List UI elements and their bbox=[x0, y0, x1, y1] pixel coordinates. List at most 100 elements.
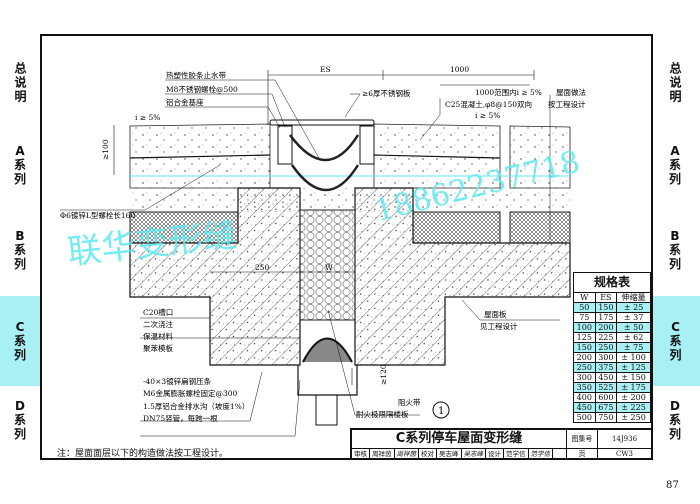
page-label: 页 bbox=[567, 449, 598, 460]
side-tab-general-right[interactable]: 总说明 bbox=[655, 58, 695, 108]
foam-filler bbox=[299, 209, 356, 321]
label-slope-left: i ≥ 5% bbox=[135, 113, 160, 122]
label-formwork: 聚苯模板 bbox=[143, 343, 173, 353]
steel-cover-plate bbox=[269, 119, 375, 126]
label-range-slope: 1000范围内i ≥ 5% bbox=[475, 87, 542, 97]
table-cell: 200 bbox=[573, 352, 596, 363]
side-tab-d[interactable]: D系列 bbox=[0, 395, 40, 445]
table-cell: ± 75 bbox=[616, 342, 651, 353]
table-cell: 150 bbox=[573, 342, 596, 353]
tab-label: A系列 bbox=[13, 144, 26, 186]
title-block: C系列停车屋面变形缝 图集号 14J936 页 CW3 审核周祥茵周祥茵校对吴志… bbox=[350, 428, 653, 460]
label-steel-plate: ≥6厚不锈钢板 bbox=[362, 88, 411, 98]
table-cell: ± 125 bbox=[616, 362, 651, 373]
side-tab-a[interactable]: A系列 bbox=[0, 140, 40, 190]
drain-gutter bbox=[297, 365, 358, 396]
spec-table-title: 规格表 bbox=[573, 272, 651, 293]
drawing-frame bbox=[40, 34, 653, 460]
table-cell: 375 bbox=[594, 362, 618, 373]
signature-cell: 周祥茵 bbox=[370, 449, 395, 460]
side-tab-b-right[interactable]: B系列 bbox=[655, 225, 695, 275]
table-cell: ± 200 bbox=[616, 392, 651, 403]
table-cell: 50 bbox=[573, 302, 596, 313]
tab-label: B系列 bbox=[668, 229, 681, 271]
table-cell: 125 bbox=[573, 332, 596, 343]
table-cell: ± 225 bbox=[616, 402, 651, 413]
signature-cell: 审核 bbox=[352, 449, 370, 460]
table-cell: ± 175 bbox=[616, 382, 651, 393]
table-cell: 350 bbox=[573, 382, 596, 393]
dim-w: W bbox=[325, 263, 333, 272]
tab-label: A系列 bbox=[668, 144, 681, 186]
label-fire-board: 耐火极限隔楼板 bbox=[356, 409, 409, 419]
table-cell: 225 bbox=[594, 332, 618, 343]
dim-ge120: ≥120 bbox=[379, 364, 388, 385]
table-cell: 300 bbox=[594, 352, 618, 363]
tab-label: B系列 bbox=[13, 229, 26, 271]
tab-label: 总说明 bbox=[13, 62, 27, 104]
tab-label: D系列 bbox=[13, 399, 26, 441]
label-m6: M6金属膨胀螺栓固定@300 bbox=[143, 388, 237, 398]
signature-cell: 周祥茵 bbox=[395, 449, 419, 460]
dimension-lines bbox=[113, 70, 535, 385]
tab-label: D系列 bbox=[668, 399, 681, 441]
dim-ge100: ≥100 bbox=[101, 139, 110, 160]
table-cell: ± 150 bbox=[616, 372, 651, 383]
annotations: 热塑性胶条止水带 M8不锈钢螺栓@500 铝合金基座 i ≥ 5% ≥6厚不锈钢… bbox=[60, 70, 586, 423]
signature-cell: 设计 bbox=[486, 449, 504, 460]
topping-slab bbox=[129, 123, 571, 212]
label-slope-right: i ≥ 5% bbox=[475, 111, 500, 120]
signature-cell: 范学信 bbox=[529, 449, 553, 460]
table-cell: ± 50 bbox=[616, 322, 651, 333]
side-tab-c[interactable]: C系列 bbox=[0, 296, 40, 386]
signature-cell: 吴志峰 bbox=[462, 449, 486, 460]
table-cell: 150 bbox=[594, 302, 618, 313]
label-concrete: C25混凝土,φ8@150双向 bbox=[445, 99, 532, 109]
tab-label: 总说明 bbox=[668, 62, 682, 104]
side-tab-c-right[interactable]: C系列 bbox=[651, 296, 700, 386]
label-l-bolt: Φ6镀锌L型螺栓长160 bbox=[60, 210, 135, 220]
table-cell: ± 62 bbox=[616, 332, 651, 343]
table-cell: 200 bbox=[594, 322, 618, 333]
atlas-label: 图集号 bbox=[567, 430, 598, 449]
side-tab-d-right[interactable]: D系列 bbox=[655, 395, 695, 445]
table-cell: ± 37 bbox=[616, 312, 651, 323]
label-c20: C20槽口 bbox=[143, 307, 173, 317]
table-cell: 450 bbox=[594, 372, 618, 383]
table-cell: 250 bbox=[594, 342, 618, 353]
table-cell: 300 bbox=[573, 372, 596, 383]
side-tab-b[interactable]: B系列 bbox=[0, 225, 40, 275]
table-cell: ± 100 bbox=[616, 352, 651, 363]
label-fire-band: 阻火带 bbox=[398, 398, 421, 407]
drawing-title: C系列停车屋面变形缝 bbox=[352, 430, 567, 449]
beam-left bbox=[129, 187, 301, 366]
col-header: W bbox=[573, 292, 596, 303]
page-code: CW3 bbox=[598, 449, 653, 460]
table-cell: 75 bbox=[573, 312, 596, 323]
table-cell: 750 bbox=[594, 412, 618, 423]
signature-row: 审核周祥茵周祥茵校对吴志峰吴志峰设计范学信范学信 bbox=[352, 449, 567, 460]
side-tab-general[interactable]: 总说明 bbox=[0, 58, 40, 108]
label-roof-method-2: 按工程设计 bbox=[548, 99, 586, 109]
atlas-number: 14J936 bbox=[598, 430, 653, 449]
label-waterstop: 热塑性胶条止水带 bbox=[166, 70, 226, 80]
note: 注：屋面面层以下的构造做法按工程设计。 bbox=[57, 449, 229, 459]
label-gutter: 1.5厚铝合金排水沟（坡度1%） bbox=[143, 401, 249, 411]
waterstop-lower bbox=[290, 164, 360, 192]
signature-cell: 校对 bbox=[419, 449, 437, 460]
side-tab-a-right[interactable]: A系列 bbox=[655, 140, 695, 190]
insulation-layer-far bbox=[509, 211, 571, 244]
insulation-layer-left bbox=[129, 211, 239, 244]
signature-cell: 范学信 bbox=[504, 449, 529, 460]
detail-number: 1 bbox=[438, 406, 444, 417]
